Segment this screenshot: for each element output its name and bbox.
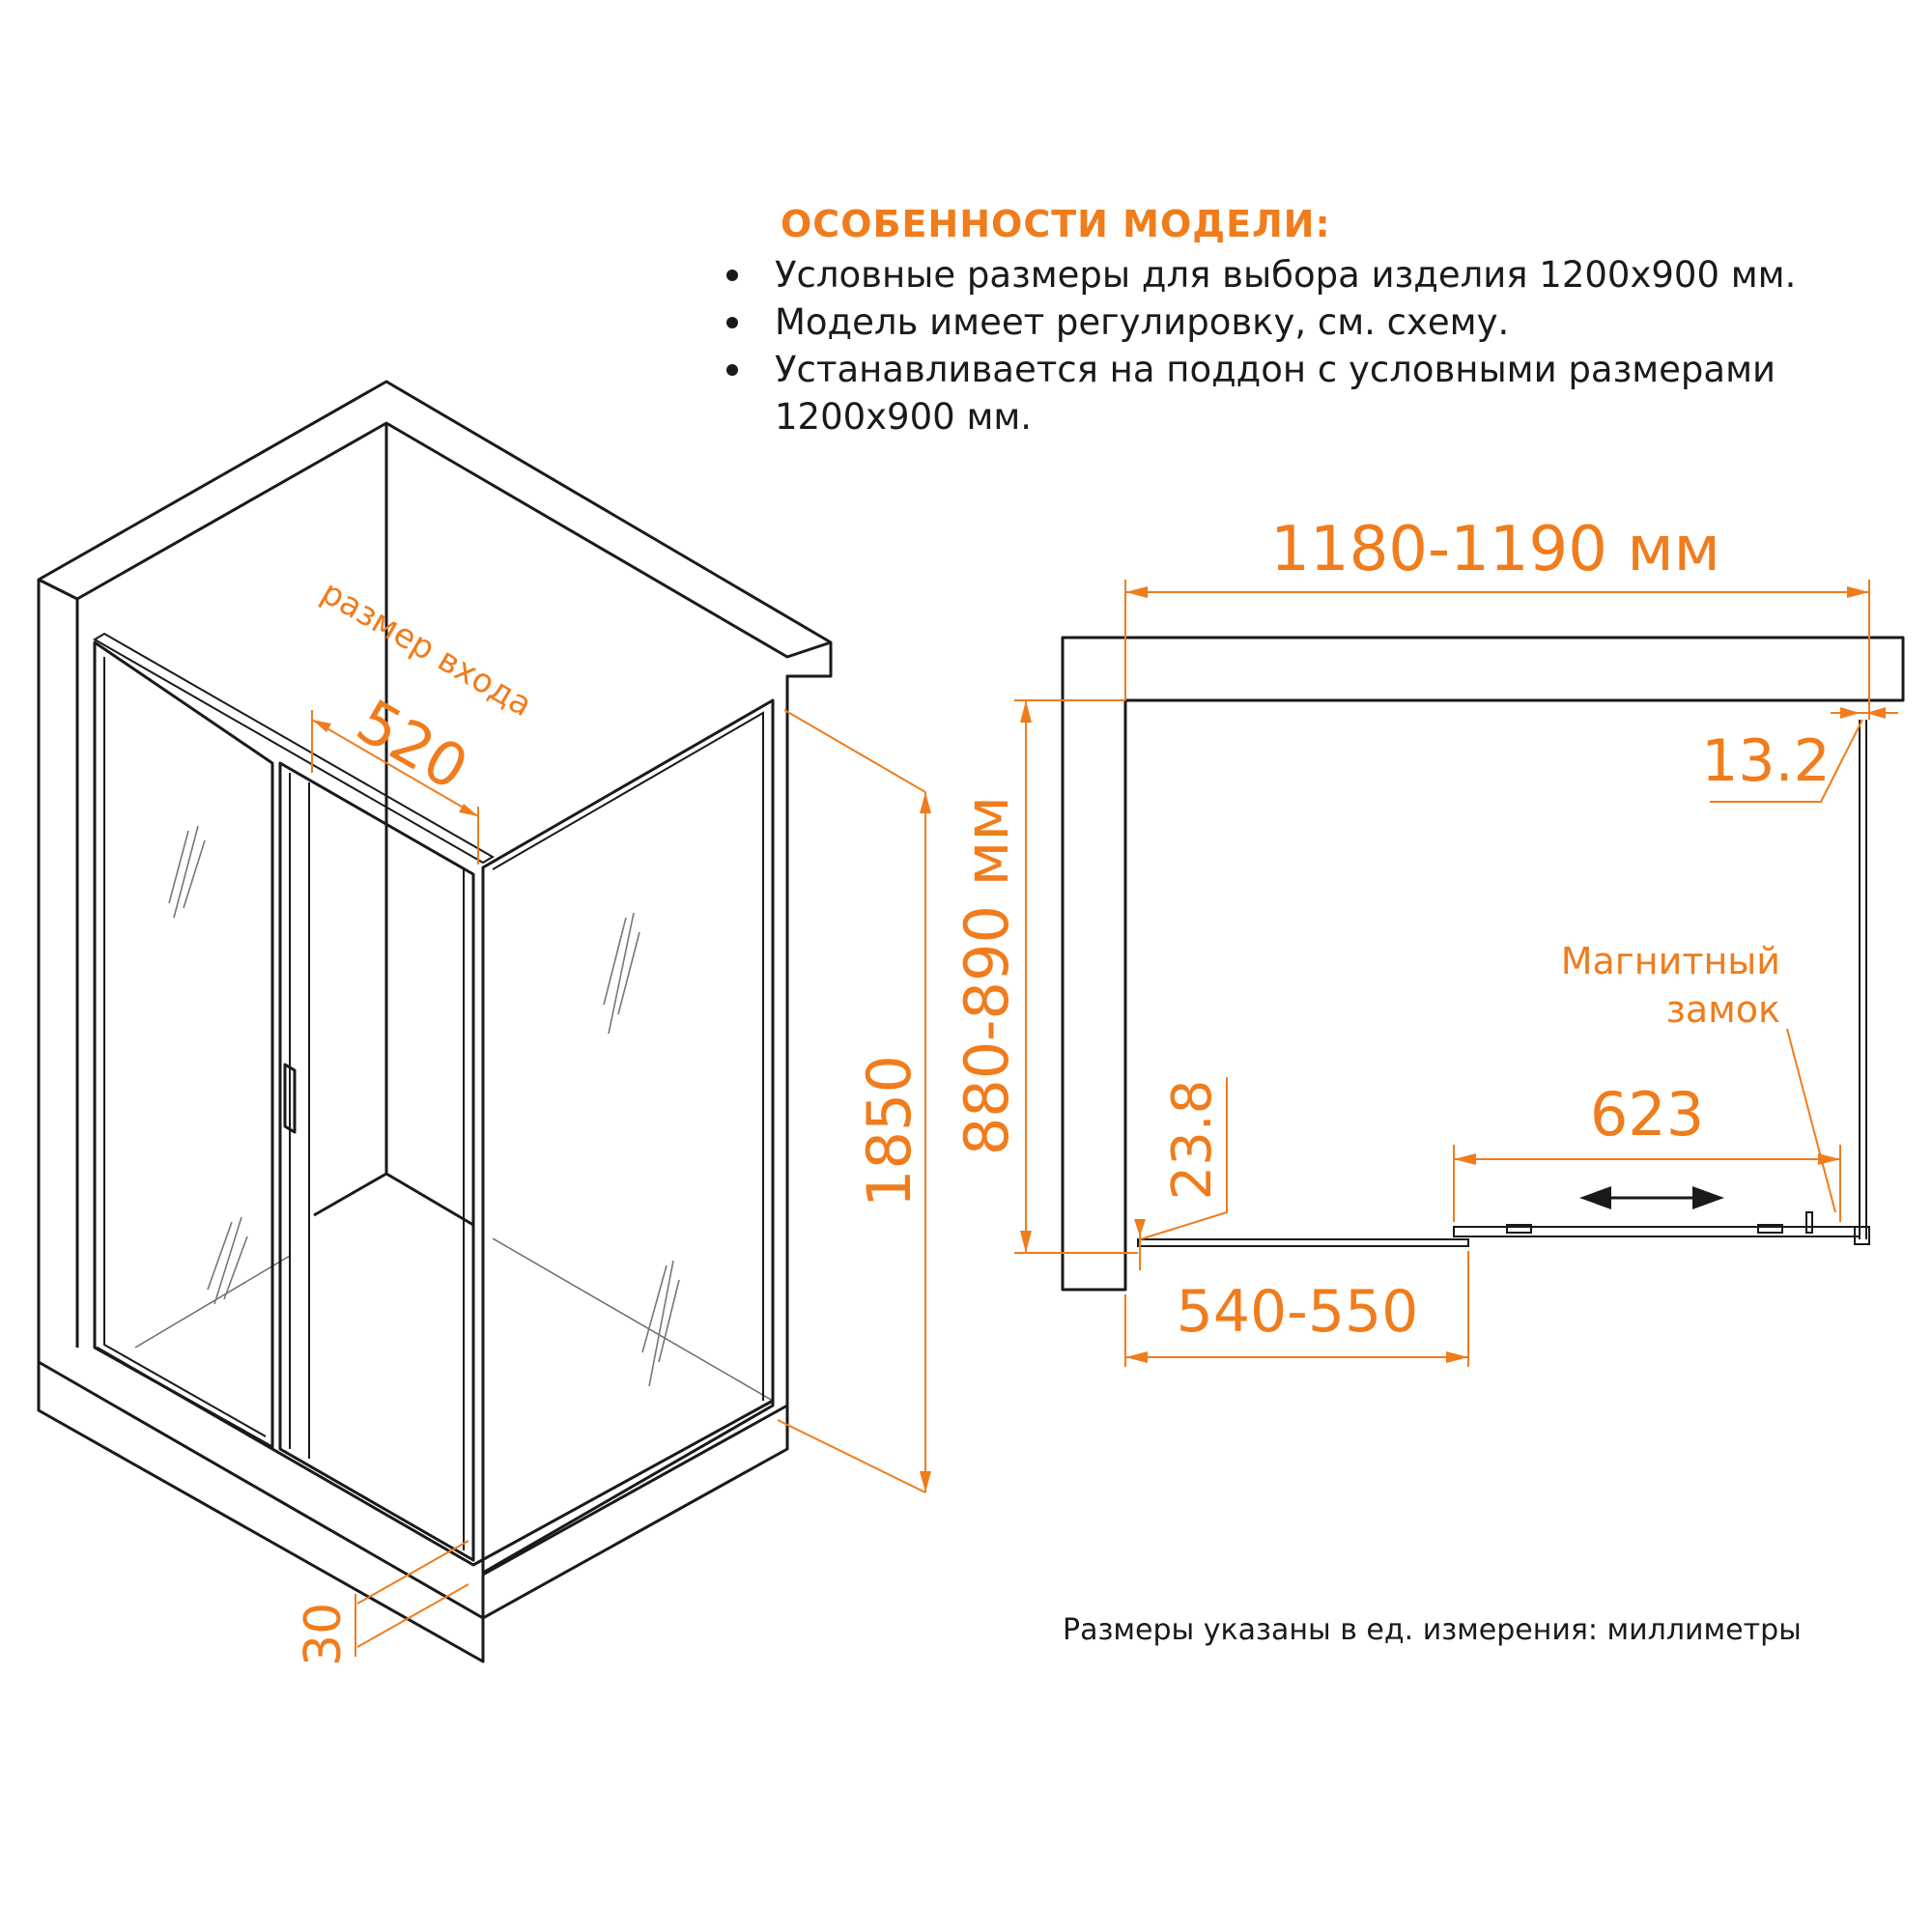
iso-tray-front bbox=[38, 1360, 789, 1620]
magnet-lock-label-1: Магнитный bbox=[1561, 940, 1780, 982]
slide-arrow-left bbox=[1579, 1186, 1611, 1209]
dim-fixed-arrow-right bbox=[1446, 1351, 1468, 1363]
magnet-lock-leader bbox=[1786, 1028, 1836, 1213]
glass-glare-4 bbox=[641, 1260, 680, 1387]
dim-tray-line bbox=[355, 1540, 469, 1657]
dim-gap-arrow-right bbox=[1866, 707, 1886, 719]
plan-sliding-door bbox=[1453, 1226, 1861, 1237]
iso-door-inner bbox=[289, 773, 465, 1550]
dim-travel-arrow-right bbox=[1818, 1153, 1840, 1165]
glass-glare-3 bbox=[603, 912, 640, 1035]
dim-width-arrow-left bbox=[1125, 586, 1148, 598]
iso-left-wall-outline bbox=[37, 380, 833, 1663]
profile-gap-label: 13.2 bbox=[1701, 727, 1831, 795]
features-block: ОСОБЕННОСТИ МОДЕЛИ: Условные размеры для… bbox=[715, 203, 1922, 440]
bottom-gap-label: 23.8 bbox=[1161, 1080, 1224, 1201]
width-range-label: 1180-1190 мм bbox=[1270, 514, 1720, 585]
dim-depth-arrow-bottom bbox=[1020, 1231, 1032, 1253]
iso-floor-right bbox=[385, 1172, 474, 1227]
tray-height-value: 30 bbox=[295, 1603, 353, 1666]
glass-glare-1 bbox=[168, 825, 206, 919]
dim-bottom-gap-arrow bbox=[1134, 1219, 1146, 1236]
plan-magnet-lock bbox=[1805, 1211, 1870, 1245]
feature-item-3: Устанавливается на поддон с условными ра… bbox=[715, 346, 1922, 440]
iso-side-panel bbox=[481, 698, 775, 1575]
entry-size-label: размер входа bbox=[315, 573, 539, 724]
iso-floor-left bbox=[313, 1172, 387, 1217]
dim-height-line bbox=[777, 709, 926, 1493]
plan-door-rollers bbox=[1506, 1224, 1783, 1234]
iso-floor-line-2 bbox=[134, 1255, 291, 1349]
dim-width-line bbox=[1124, 580, 1870, 720]
dim-height-arrow-bottom bbox=[920, 1471, 931, 1492]
iso-door-handle[interactable] bbox=[283, 1063, 297, 1134]
iso-front-frame-top bbox=[93, 632, 495, 865]
height-value: 1850 bbox=[854, 1055, 924, 1208]
dim-travel-arrow-left bbox=[1454, 1153, 1476, 1165]
features-title: ОСОБЕННОСТИ МОДЕЛИ: bbox=[781, 203, 1331, 245]
feature-item-2: Модель имеет регулировку, см. схему. bbox=[715, 298, 1922, 346]
dim-fixed-arrow-left bbox=[1125, 1351, 1148, 1363]
iso-wall-top-inner bbox=[38, 421, 832, 659]
iso-side-panel-inner bbox=[492, 711, 764, 1401]
entry-size-value: 520 bbox=[346, 686, 480, 804]
iso-sliding-door bbox=[278, 761, 475, 1562]
dim-entry-arrow-left bbox=[312, 720, 331, 732]
units-note: Размеры указаны в ед. измерения: миллиме… bbox=[1063, 1613, 1802, 1647]
feature-item-1: Условные размеры для выбора изделия 1200… bbox=[715, 251, 1922, 298]
plan-fixed-panel bbox=[1137, 1238, 1469, 1247]
depth-range-label: 880-890 мм bbox=[952, 796, 1022, 1155]
magnet-lock-label-2: замок bbox=[1666, 988, 1780, 1031]
dim-depth-line bbox=[1014, 699, 1138, 1254]
dim-entry-arrow-right bbox=[459, 804, 478, 816]
iso-fixed-panel bbox=[93, 640, 274, 1449]
iso-fixed-panel-inner bbox=[103, 657, 267, 1437]
plan-drawing bbox=[1014, 580, 1905, 1367]
dim-depth-arrow-top bbox=[1020, 700, 1032, 723]
plan-side-panel bbox=[1859, 720, 1867, 1239]
glass-glare-2 bbox=[207, 1216, 248, 1305]
dim-gap-arrow-left bbox=[1840, 707, 1860, 719]
fixed-panel-label: 540-550 bbox=[1177, 1278, 1419, 1346]
slide-arrow-right bbox=[1692, 1186, 1724, 1209]
dim-width-arrow-right bbox=[1847, 586, 1869, 598]
door-travel-label: 623 bbox=[1590, 1079, 1704, 1150]
dim-door-travel-line bbox=[1453, 1145, 1841, 1222]
dim-height-arrow-top bbox=[920, 792, 931, 813]
features-list: Условные размеры для выбора изделия 1200… bbox=[715, 251, 1922, 440]
dim-fixed-panel-line bbox=[1124, 1251, 1469, 1367]
iso-shower-drawing bbox=[37, 380, 931, 1663]
iso-tray-top bbox=[96, 1346, 774, 1567]
iso-floor-line bbox=[492, 1237, 774, 1402]
